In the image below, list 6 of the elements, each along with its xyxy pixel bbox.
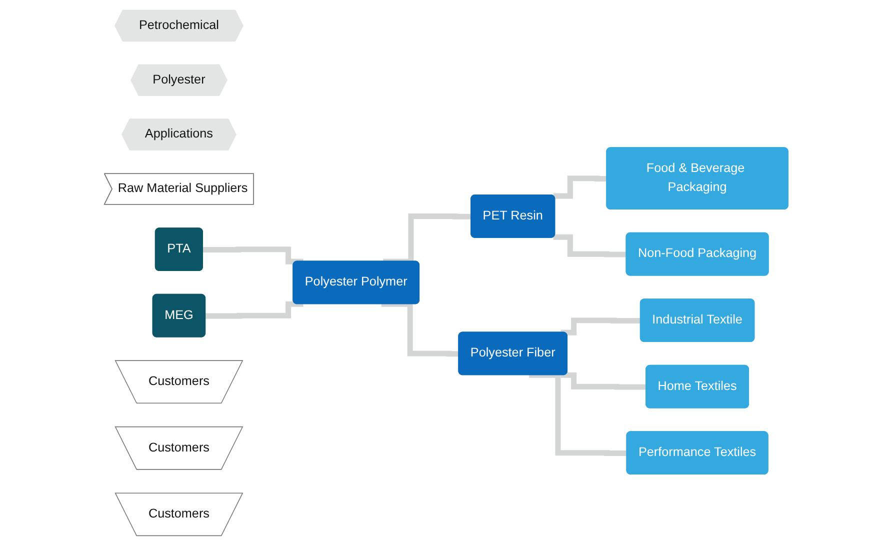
connector [202, 246, 304, 264]
connector [560, 318, 641, 336]
connector [553, 234, 626, 258]
connector [205, 301, 304, 319]
connector [553, 176, 607, 199]
connector [560, 372, 646, 390]
